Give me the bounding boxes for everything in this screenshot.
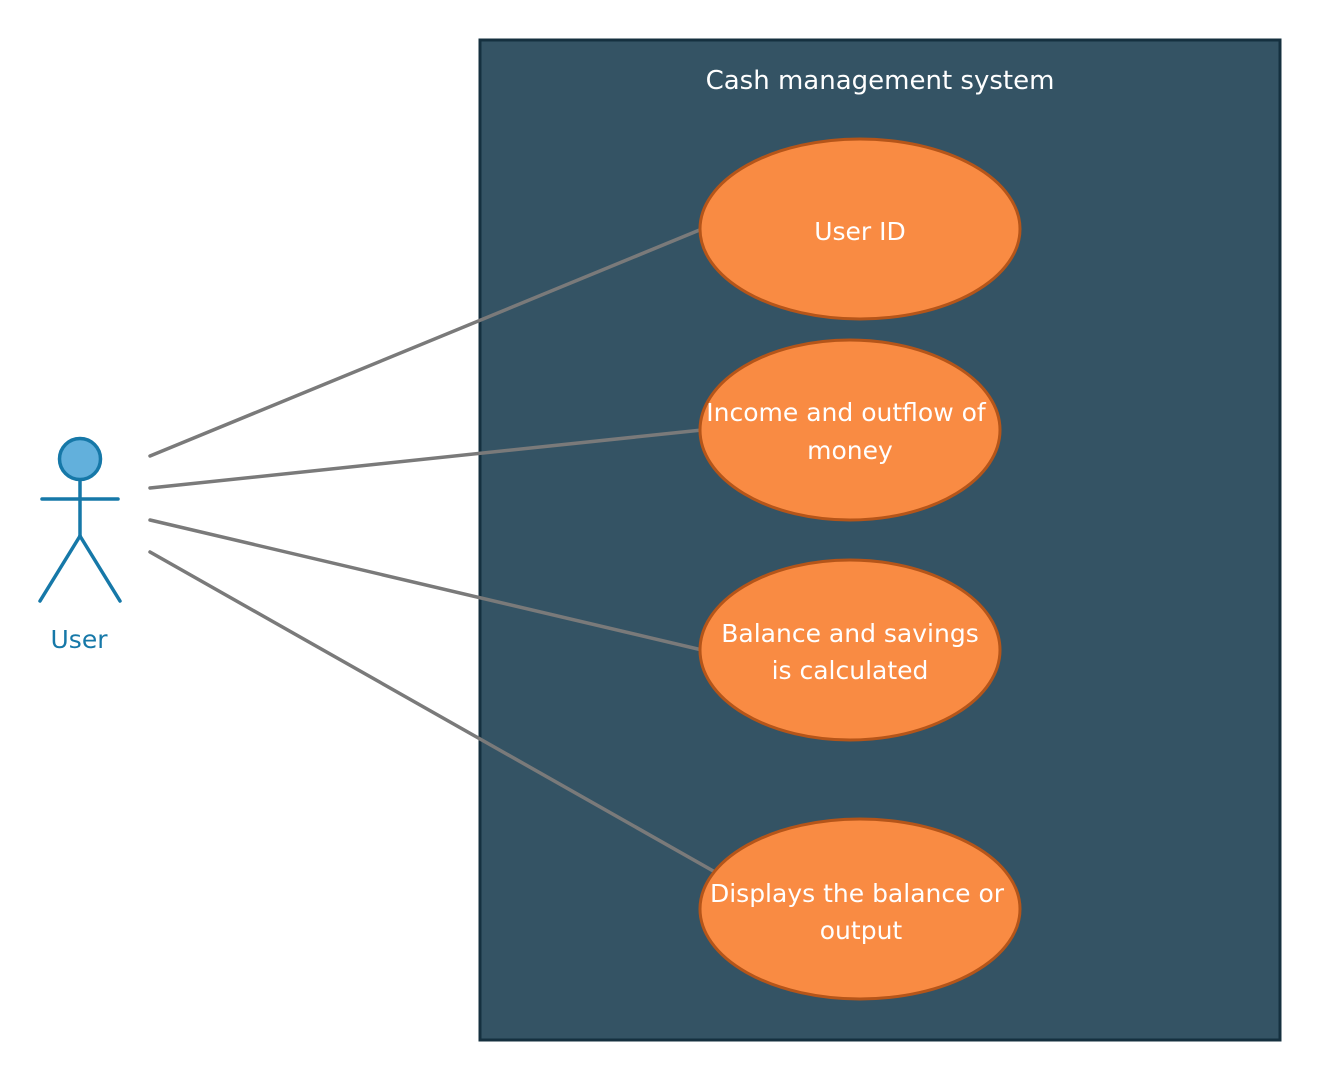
use-case-ellipse [698, 817, 1022, 1001]
actor-user[interactable]: User [38, 436, 122, 655]
association-line-user-id [148, 227, 704, 458]
actor-left-leg [38, 534, 82, 603]
use-case-ellipse [698, 558, 1002, 742]
actor-stick-figure-icon [38, 436, 122, 603]
use-case-label-line-2: is calculated [772, 656, 929, 685]
use-case-label-line-1: Income and outflow of [706, 398, 987, 427]
use-case-ellipse [698, 338, 1002, 522]
use-case-label-line-2: output [820, 916, 903, 945]
system-title: Cash management system [706, 66, 1055, 96]
use-case-label-line-1: Balance and savings [721, 619, 978, 648]
use-case-label-line-2: money [807, 436, 893, 465]
use-case-user-id[interactable]: User ID [698, 137, 1022, 321]
use-case-label: User ID [814, 217, 906, 246]
actor-right-leg [78, 534, 122, 603]
associations [148, 227, 717, 874]
use-case-balance-savings[interactable]: Balance and savings is calculated [698, 558, 1002, 742]
association-line-displays-balance [148, 550, 717, 874]
actor-label: User [51, 625, 109, 654]
use-case-income-outflow[interactable]: Income and outflow of money [698, 338, 1002, 522]
association-line-income-outflow [148, 428, 704, 490]
actor-head [57, 436, 103, 482]
use-case-label-line-1: Displays the balance or [710, 879, 1005, 908]
association-line-balance-savings [148, 518, 704, 652]
use-case-ellipse [698, 137, 1022, 321]
use-case-displays-balance[interactable]: Displays the balance or output [698, 817, 1022, 1001]
